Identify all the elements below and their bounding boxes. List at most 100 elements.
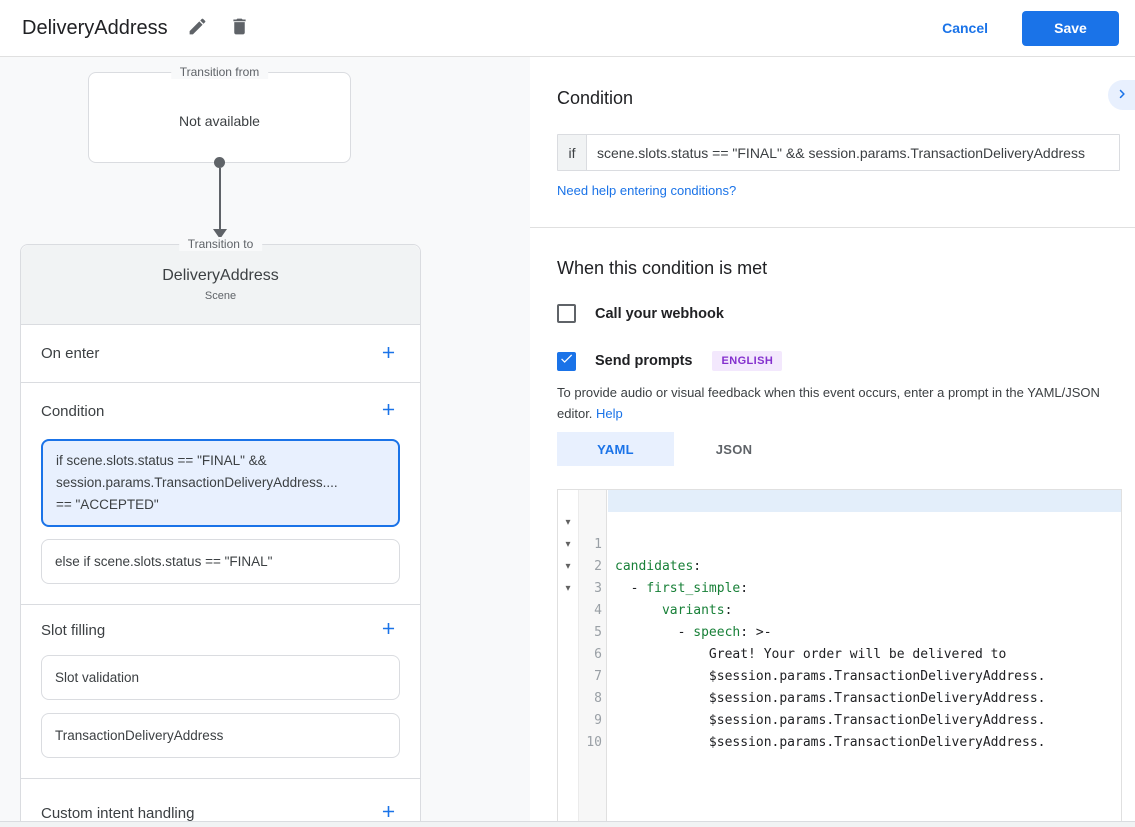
line-number: 10: [586, 735, 602, 750]
arrow-head-icon: [213, 229, 227, 239]
code-line[interactable]: 9 $session.params.TransactionDeliveryAdd…: [558, 666, 1121, 750]
checkmark-icon: [559, 351, 574, 371]
webhook-row: Call your webhook: [557, 304, 1135, 323]
edit-scene-button[interactable]: [186, 16, 210, 40]
when-condition-met-heading: When this condition is met: [557, 258, 768, 278]
code-line[interactable]: 7 $session.params.TransactionDeliveryAdd…: [558, 622, 1121, 706]
transition-arrow: [0, 157, 441, 244]
plus-icon: [379, 802, 398, 824]
code-text: $session.params.TransactionDeliveryAddre…: [615, 691, 1046, 706]
line-number-gutter: [578, 490, 607, 827]
code-line[interactable]: 8 $session.params.TransactionDeliveryAdd…: [558, 644, 1121, 728]
arrow-stem: [219, 168, 221, 230]
add-custom-intent-button[interactable]: [376, 801, 400, 825]
help-link[interactable]: Help: [596, 406, 623, 421]
tab-json[interactable]: JSON: [715, 441, 753, 457]
plus-icon: [379, 400, 398, 422]
custom-intent-row: Custom intent handling: [21, 779, 420, 825]
add-slot-button[interactable]: [376, 618, 400, 642]
slot-item-validation[interactable]: Slot validation: [41, 655, 400, 700]
slot-filling-header: Slot filling: [21, 605, 420, 655]
line-number: 4: [594, 603, 602, 618]
top-bar: DeliveryAddress Cancel Save: [0, 0, 1135, 57]
code-line[interactable]: 5 Great! Your order will be delivered to: [558, 578, 1121, 662]
send-prompts-checkbox[interactable]: [557, 351, 576, 371]
line-number: 6: [594, 647, 602, 662]
condition-section: Condition if scene.slots.status == "FINA…: [21, 383, 420, 605]
yaml-code-editor[interactable]: ▾ 1 candidates: ▾ 2 - first_simple: ▾ 3 …: [557, 489, 1122, 827]
code-line[interactable]: ▾ 2 - first_simple:: [558, 512, 1121, 596]
slot-item-transaction-delivery-address[interactable]: TransactionDeliveryAddress: [41, 713, 400, 758]
condition-expression-input[interactable]: [587, 135, 1119, 170]
fold-arrow-icon[interactable]: ▾: [565, 561, 571, 572]
code-text: $session.params.TransactionDeliveryAddre…: [615, 669, 1046, 684]
bottom-scroll-strip[interactable]: [0, 821, 1135, 827]
code-text: $session.params.TransactionDeliveryAddre…: [615, 713, 1046, 728]
scene-name: DeliveryAddress: [162, 267, 279, 284]
code-text: Great! Your order will be delivered to: [615, 647, 1007, 662]
cancel-button[interactable]: Cancel: [942, 20, 988, 36]
scene-type: Scene: [204, 290, 237, 302]
on-enter-label: On enter: [41, 345, 100, 362]
code-text: $session.params.TransactionDeliveryAddre…: [615, 735, 1046, 750]
slot-filling-label: Slot filling: [41, 621, 106, 639]
scene-graph-panel: Transition from Not available Transition…: [0, 57, 530, 827]
line-number: 3: [594, 581, 602, 596]
editor-hint: To provide audio or visual feedback when…: [557, 382, 1122, 424]
scene-card-header: DeliveryAddress Scene: [21, 245, 420, 325]
send-prompts-label: Send prompts: [595, 353, 693, 369]
code-line[interactable]: 10: [558, 688, 1121, 750]
fold-arrow-icon[interactable]: ▾: [565, 583, 571, 594]
line-number: 8: [594, 691, 602, 706]
code-text: - speech: >-: [615, 625, 772, 640]
trash-icon: [229, 16, 250, 40]
arrow-origin-dot: [214, 157, 225, 168]
chevron-right-icon: [1113, 85, 1131, 106]
slot-filling-section: Slot filling Slot validation Transaction…: [21, 605, 420, 779]
line-number: 2: [594, 559, 602, 574]
transition-from-label: Transition from: [170, 65, 269, 79]
transition-from-box: Transition from Not available: [88, 65, 351, 163]
line-number: 5: [594, 625, 602, 640]
code-line[interactable]: 6 $session.params.TransactionDeliveryAdd…: [558, 600, 1121, 684]
language-badge: ENGLISH: [712, 351, 783, 371]
condition-item-else[interactable]: else if scene.slots.status == "FINAL": [41, 539, 400, 584]
on-enter-row: On enter: [21, 325, 420, 383]
transition-to-label: Transition to: [178, 237, 263, 251]
add-condition-button[interactable]: [376, 399, 400, 423]
transition-to-card: Transition to DeliveryAddress Scene On e…: [20, 237, 421, 827]
main-split: Transition from Not available Transition…: [0, 57, 1135, 827]
save-button[interactable]: Save: [1022, 10, 1119, 46]
editor-hint-text: To provide audio or visual feedback when…: [557, 385, 1100, 421]
condition-help-link[interactable]: Need help entering conditions?: [557, 183, 737, 198]
code-line[interactable]: ▾ 3 variants:: [558, 534, 1121, 618]
collapse-panel-button[interactable]: [1108, 80, 1135, 110]
condition-detail-panel: Condition if Need help entering conditio…: [530, 57, 1135, 827]
line-number: 7: [594, 669, 602, 684]
add-on-enter-button[interactable]: [376, 342, 400, 366]
code-text: - first_simple:: [615, 581, 749, 596]
tab-yaml[interactable]: YAML: [557, 432, 674, 466]
pencil-icon: [187, 16, 208, 40]
call-webhook-checkbox[interactable]: [557, 304, 576, 323]
fold-arrow-icon[interactable]: ▾: [565, 517, 571, 528]
condition-section-header: Condition: [21, 383, 420, 439]
send-prompts-row: Send prompts ENGLISH: [557, 351, 1135, 371]
if-prefix-label: if: [558, 135, 587, 170]
delete-scene-button[interactable]: [228, 16, 252, 40]
transition-from-value: Not available: [179, 113, 260, 129]
fold-arrow-icon[interactable]: ▾: [565, 539, 571, 550]
condition-heading: Condition: [557, 88, 634, 108]
code-line[interactable]: ▾ 1 candidates:: [558, 490, 1121, 574]
code-text: candidates:: [615, 559, 702, 574]
code-text: variants:: [661, 603, 733, 618]
condition-item-selected[interactable]: if scene.slots.status == "FINAL" && sess…: [41, 439, 400, 527]
plus-icon: [379, 343, 398, 365]
condition-section-label: Condition: [41, 402, 105, 420]
editor-tabs: YAML JSON: [557, 432, 1135, 466]
section-divider: [530, 227, 1135, 228]
code-line[interactable]: ▾ 4 - speech: >-: [558, 556, 1121, 640]
page-title: DeliveryAddress: [22, 16, 168, 39]
condition-expression-row: if: [557, 134, 1120, 171]
